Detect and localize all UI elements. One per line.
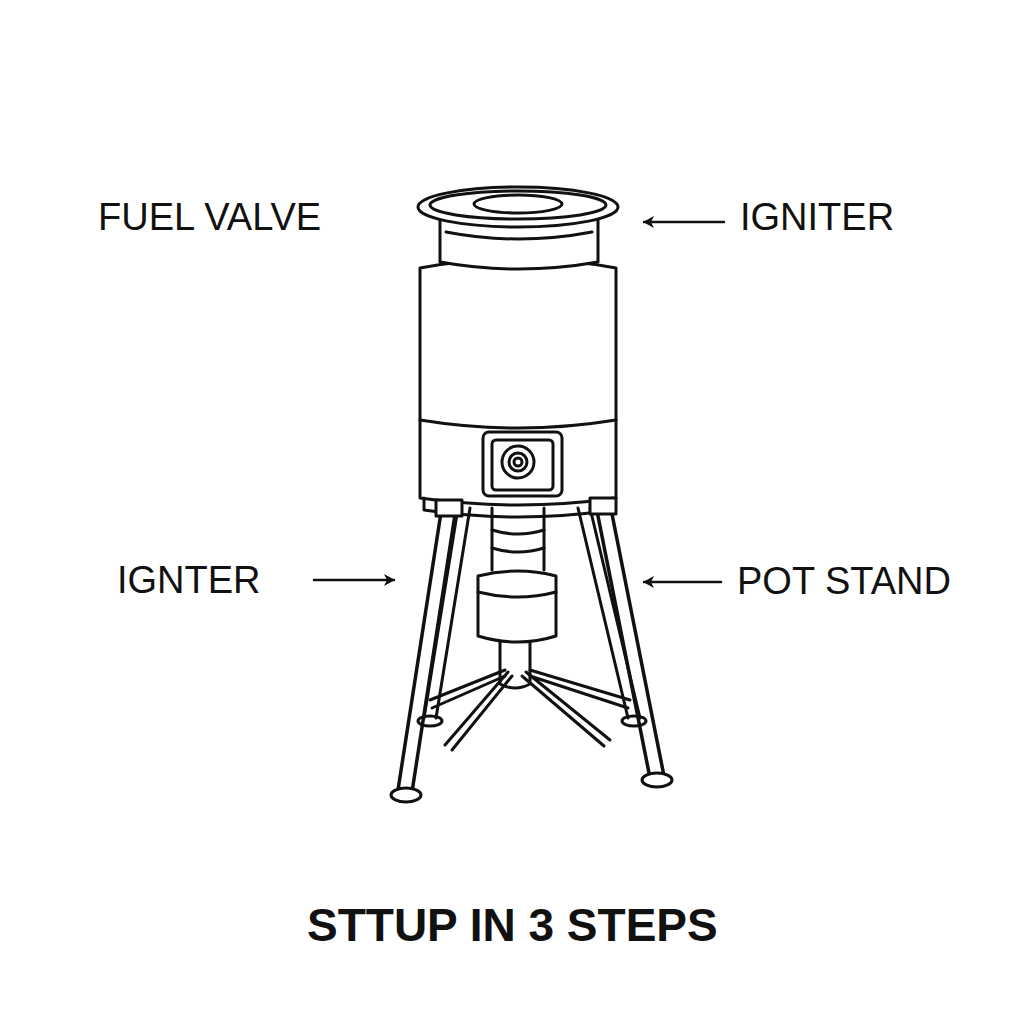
part-label: IGNTER: [117, 561, 261, 599]
stove-body: [418, 187, 618, 517]
caption: STTUP IN 3 STEPS: [307, 902, 718, 948]
part-label: IGNITER: [740, 198, 894, 236]
leader-arrows: [314, 222, 724, 582]
part-label: POT STAND: [737, 562, 951, 600]
burner-column: [478, 508, 556, 688]
front-legs: [391, 498, 672, 802]
part-label: FUEL VALVE: [98, 198, 321, 236]
